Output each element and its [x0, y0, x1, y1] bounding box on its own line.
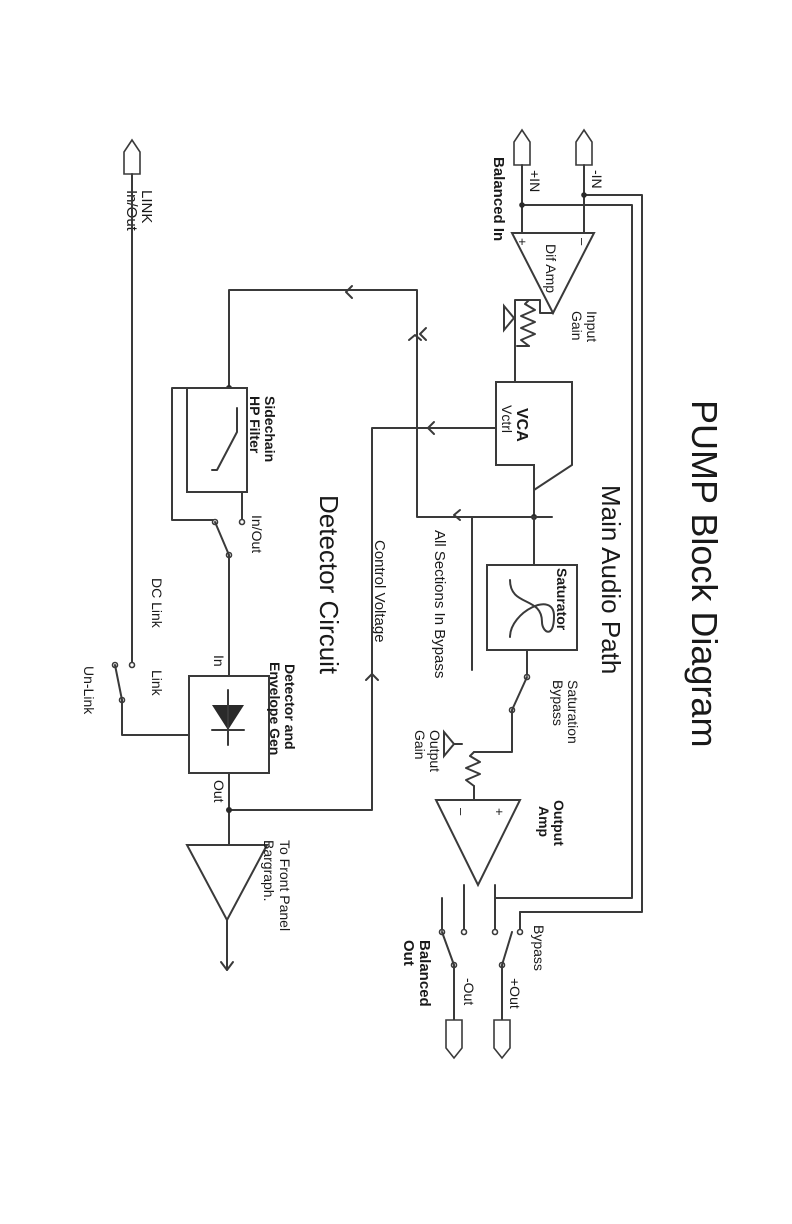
minus-out-label: -Out	[461, 978, 477, 1005]
bypass-label: Bypass	[531, 925, 547, 971]
output-amp-minus: –	[454, 808, 469, 816]
output-amp-plus: +	[492, 808, 507, 816]
sidechain-in-out-switch	[214, 521, 230, 556]
front-panel-label-1: To Front Panel	[277, 840, 293, 931]
control-voltage-label: Control Voltage	[371, 540, 388, 643]
vca-label: VCA	[513, 408, 530, 442]
plus-in-terminal	[513, 128, 531, 166]
diagram-title: PUMP Block Diagram	[684, 400, 725, 747]
detector-label-1: Detector and	[282, 664, 298, 750]
arrow	[408, 334, 422, 341]
junction	[519, 202, 525, 208]
saturation-bypass-label-2: Bypass	[550, 680, 566, 726]
input-gain-label-1: Input	[584, 311, 600, 342]
dif-amp-label: Dif Amp	[543, 244, 559, 293]
detector-out-node	[226, 807, 232, 813]
input-gain-pot	[520, 299, 536, 347]
switch-to-pot-wire	[473, 709, 513, 753]
output-gain-label-1: Output	[427, 730, 443, 772]
output-amp-label-2: Amp	[536, 806, 552, 837]
arrow	[345, 285, 353, 299]
minus-out-terminal	[445, 1019, 463, 1060]
vca-block	[495, 381, 573, 492]
sc-in-out-label: In/Out	[249, 515, 265, 553]
balanced-out-label-1: Balanced	[416, 940, 433, 1007]
balanced-out-label-2: Out	[400, 940, 417, 966]
saturator-label: Saturator	[554, 568, 570, 631]
minus-in-terminal	[575, 128, 593, 166]
detector-circuit-heading: Detector Circuit	[314, 495, 344, 675]
dif-amp-minus: –	[575, 238, 590, 246]
saturation-bypass-label-1: Saturation	[565, 680, 581, 744]
control-voltage-wire	[228, 427, 497, 811]
plus-in-label: +IN	[527, 170, 543, 192]
junction	[581, 192, 587, 198]
link-to-detector-wire	[121, 699, 190, 736]
link-label: Link	[149, 670, 165, 697]
detector-label-2: Envelope Gen	[267, 662, 283, 755]
dif-amp-triangle	[510, 232, 596, 316]
plus-out-terminal	[493, 1019, 511, 1060]
saturation-bypass-switch	[511, 676, 528, 711]
sidechain-label-1: Sidechain	[262, 396, 278, 462]
output-gain-pot	[465, 751, 481, 787]
front-panel-arrow	[220, 961, 234, 971]
bypass-wire	[471, 516, 535, 671]
dif-amp-plus: +	[515, 238, 530, 246]
sidechain-label-2: HP Filter	[247, 396, 263, 454]
arrow	[453, 509, 461, 521]
plus-out-label: +Out	[507, 978, 523, 1009]
detector-in-label: In	[211, 655, 227, 667]
arrow	[365, 673, 379, 681]
plus-bypass-switch	[501, 931, 513, 966]
dif-amp-out-wire	[528, 299, 554, 314]
minus-in-label: -IN	[589, 170, 605, 189]
output-amp-triangle	[434, 799, 522, 888]
gain-to-vca-wire	[514, 299, 530, 383]
arrow	[427, 421, 435, 435]
front-panel-label-2: Bargraph.	[261, 840, 277, 901]
output-gain-label-2: Gain	[412, 730, 428, 760]
sidechain-hp-filter-block	[186, 387, 248, 493]
switch-contact	[516, 928, 524, 936]
minus-in-bypass-wire	[519, 194, 643, 913]
vctrl-label: Vctrl	[499, 405, 515, 433]
switch-contact	[460, 928, 468, 936]
ground-symbol	[503, 303, 516, 333]
link-terminal	[123, 138, 141, 175]
output-amp-label-1: Output	[551, 800, 567, 846]
bargraph-buffer-triangle	[185, 844, 269, 923]
plus-in-bypass-wire	[495, 204, 633, 899]
minus-bypass-switch	[441, 931, 455, 966]
balanced-in-label: Balanced In	[490, 157, 507, 241]
ground-symbol	[443, 729, 456, 759]
dc-link-switch	[114, 664, 123, 701]
switch-contact	[238, 518, 246, 526]
saturator-curve	[509, 579, 555, 638]
unlink-label: Un-Link	[81, 666, 97, 715]
detector-out-label: Out	[211, 780, 227, 803]
main-audio-path-heading: Main Audio Path	[596, 485, 626, 674]
switch-contact	[491, 928, 499, 936]
link-top-label-1: LINK	[138, 190, 155, 223]
input-gain-label-2: Gain	[569, 311, 585, 341]
hp-filter-curve	[211, 407, 238, 471]
switch-contact	[128, 661, 136, 669]
arrow	[419, 327, 427, 341]
all-sections-bypass-label: All Sections In Bypass	[431, 530, 448, 678]
dc-link-label: DC Link	[149, 578, 165, 629]
